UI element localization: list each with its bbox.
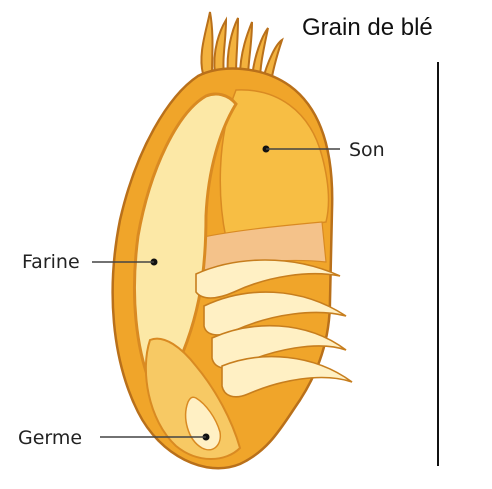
label-son: Son [349, 139, 385, 161]
label-farine: Farine [22, 251, 80, 273]
label-germe: Germe [18, 427, 82, 449]
